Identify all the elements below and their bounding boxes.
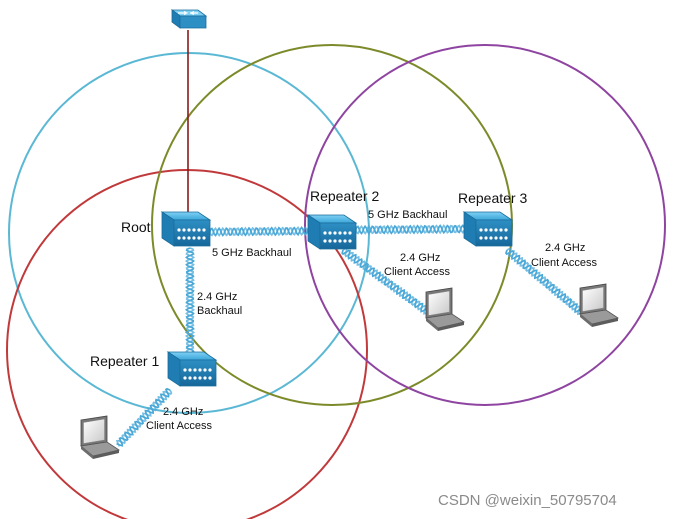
client-access-r1-line2: Client Access xyxy=(146,420,213,432)
link-repeater1-client-strand xyxy=(115,389,173,447)
link-root-repeater1-strand xyxy=(184,247,196,356)
repeater3-access-point-icon xyxy=(463,211,513,247)
link-repeater2-repeater3 xyxy=(351,224,465,235)
link-root-repeater2 xyxy=(205,226,311,237)
backhaul-24ghz-label-line2: Backhaul xyxy=(197,305,242,317)
repeater1-label: Repeater 1 xyxy=(90,353,159,369)
client-access-r3-line1: 2.4 GHz xyxy=(545,242,585,254)
client-access-r2-line2: Client Access xyxy=(384,266,451,278)
root-label: Root xyxy=(121,219,151,235)
backhaul-5ghz-label-root: 5 GHz Backhaul xyxy=(212,247,291,259)
link-root-repeater2-strand xyxy=(205,226,311,237)
repeater2-label: Repeater 2 xyxy=(310,188,379,204)
repeater1-client-laptop-icon xyxy=(80,415,120,460)
client-access-r2-line1: 2.4 GHz xyxy=(400,252,440,264)
link-repeater2-client xyxy=(341,247,435,318)
client-access-r3-line2: Client Access xyxy=(531,257,598,269)
link-root-repeater1-strand xyxy=(184,247,196,356)
network-switch-icon xyxy=(170,9,208,29)
link-repeater1-client xyxy=(115,387,173,447)
wireless-links xyxy=(115,224,584,447)
watermark-text: CSDN @weixin_50795704 xyxy=(438,492,617,509)
repeater2-client-laptop-icon xyxy=(425,287,465,332)
repeater3-coverage-circle xyxy=(304,44,666,406)
repeater2-access-point-icon xyxy=(307,214,357,250)
link-repeater3-client-strand xyxy=(506,247,584,316)
link-repeater2-repeater3-strand xyxy=(351,224,465,235)
repeater3-client-laptop-icon xyxy=(579,283,619,328)
repeater3-label: Repeater 3 xyxy=(458,190,527,206)
root-access-point-icon xyxy=(161,211,211,247)
link-repeater2-client-strand xyxy=(342,247,433,318)
link-root-repeater1 xyxy=(184,247,196,356)
repeater1-coverage-circle xyxy=(6,169,368,519)
client-access-r1-line1: 2.4 GHz xyxy=(163,406,203,418)
backhaul-24ghz-label-line1: 2.4 GHz xyxy=(197,291,237,303)
backhaul-5ghz-label-repeater: 5 GHz Backhaul xyxy=(368,209,447,221)
repeater1-access-point-icon xyxy=(167,351,217,387)
link-repeater3-client xyxy=(505,247,584,316)
